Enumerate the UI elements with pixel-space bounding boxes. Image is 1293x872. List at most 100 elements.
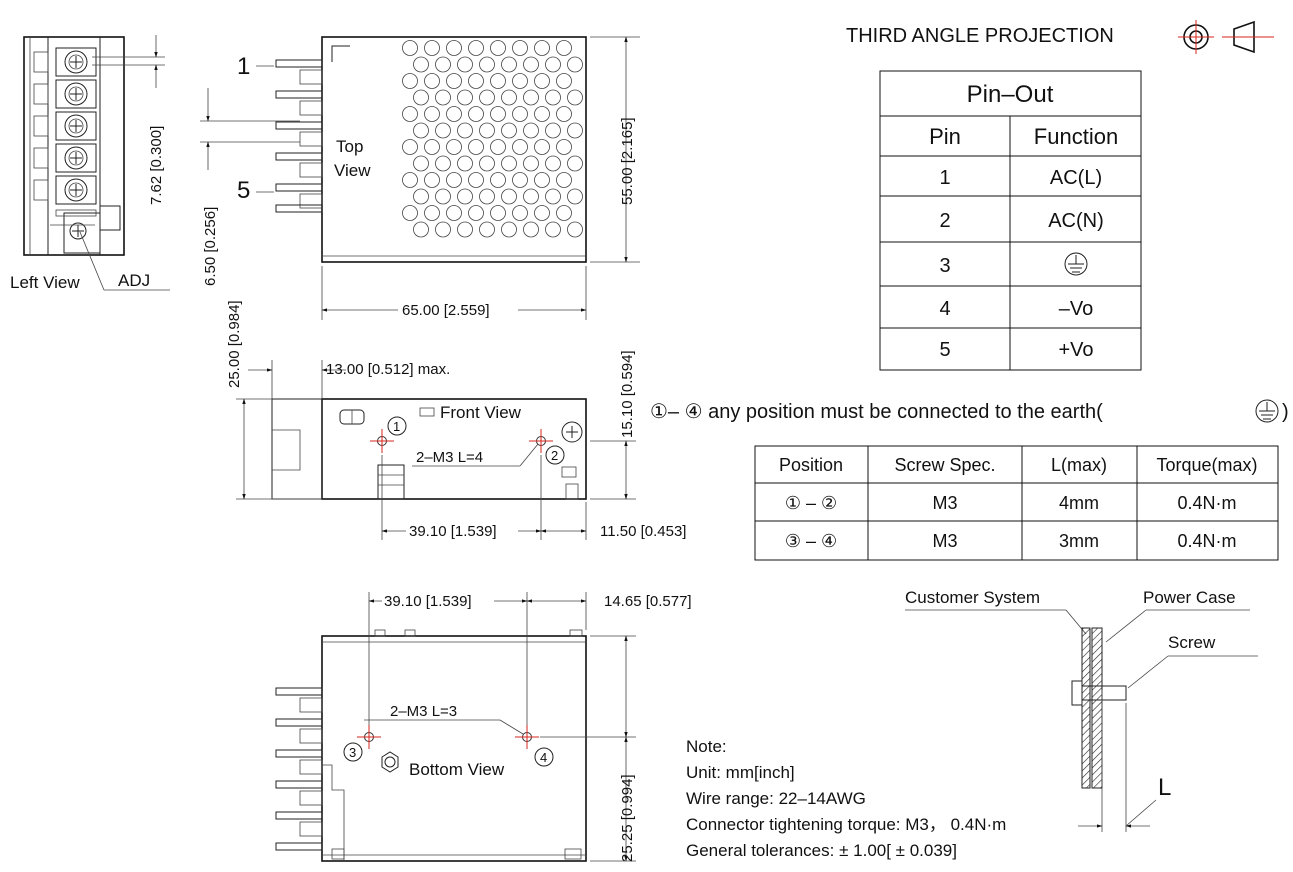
front-marker-2: 2 [551, 448, 558, 463]
pinout-row-5-function: +Vo [1058, 339, 1093, 361]
notes: Note: Unit: mm[inch] Wire range: 22–14AW… [686, 737, 1006, 860]
vent-hole [512, 106, 528, 122]
label-customer-system: Customer System [905, 588, 1040, 607]
vent-hole [567, 122, 583, 139]
vent-hole [545, 221, 561, 238]
terminal-housing [55, 47, 97, 77]
dim-front-height: 15.10 [0.594] [619, 350, 636, 438]
vent-hole [413, 89, 429, 106]
bottom-marker-4: 4 [540, 750, 547, 765]
screw-row-2-position: ③ – ④ [785, 531, 837, 551]
front-view: Front View 1 2 2–M3 L=4 13.00 [0.512] ma… [226, 300, 686, 541]
bottom-view-label: Bottom View [409, 760, 505, 779]
vent-hole [523, 155, 539, 172]
vent-hole [446, 73, 462, 89]
pinout-header-function: Function [1034, 124, 1118, 149]
vent-hole [512, 73, 528, 89]
dim-bottom-hole-edge: 14.65 [0.577] [604, 593, 692, 610]
terminal-pin [275, 687, 323, 696]
screw-table: Position Screw Spec. L(max) Torque(max) … [754, 445, 1279, 561]
screw-row-2-torque: 0.4N·m [1177, 531, 1236, 551]
note-tolerance: General tolerances: ± 1.00[ ± 0.039] [686, 841, 957, 860]
pinout-table: Pin–Out Pin Function 1 AC(L) 2 AC(N) 3 4… [879, 70, 1142, 371]
vent-hole [446, 40, 462, 56]
vent-hole [402, 40, 418, 56]
terminal-screw-icon [64, 178, 88, 202]
earth-note: ①– ④ any position must be connected to t… [650, 399, 1289, 423]
vent-hole [457, 188, 473, 205]
screw-header-position: Position [779, 455, 843, 475]
vent-hole [545, 122, 561, 139]
vent-hole [435, 89, 451, 106]
screw-row-2-spec: M3 [932, 531, 957, 551]
vent-hole [446, 106, 462, 122]
projection-header: THIRD ANGLE PROJECTION [846, 20, 1274, 54]
vent-hole [567, 188, 583, 205]
vent-hole [545, 188, 561, 205]
vent-hole [479, 155, 495, 172]
vent-hole [556, 73, 572, 89]
terminal-block [299, 69, 323, 85]
terminal-pin [275, 183, 323, 192]
screw-row-2-lmax: 3mm [1059, 531, 1099, 551]
mounting-detail: Customer System Power Case Screw L [905, 588, 1258, 832]
projection-title: THIRD ANGLE PROJECTION [846, 25, 1114, 47]
vent-hole [545, 89, 561, 106]
earth-ground-icon [1064, 252, 1088, 276]
vent-hole [479, 56, 495, 73]
terminal-block [299, 162, 323, 178]
terminal-pin [275, 780, 323, 789]
vent-hole [534, 205, 550, 221]
vent-hole [435, 155, 451, 172]
vent-hole [501, 221, 517, 238]
vent-hole [490, 73, 506, 89]
vent-hole [479, 188, 495, 205]
screw-header-lmax: L(max) [1051, 455, 1107, 475]
hex-nut-icon [381, 751, 399, 773]
front-screw-callout: 2–M3 L=4 [416, 449, 483, 466]
vent-hole [545, 56, 561, 73]
vent-hole [490, 205, 506, 221]
label-power-case: Power Case [1143, 588, 1236, 607]
dim-front-hole-spacing: 39.10 [1.539] [409, 523, 497, 540]
earth-screw-icon [561, 421, 583, 443]
vent-hole [457, 89, 473, 106]
earth-note-text: ①– ④ any position must be connected to t… [650, 401, 1103, 423]
dim-pitch: 7.62 [0.300] [148, 126, 165, 205]
left-view: 7.62 [0.300] Left View ADJ [10, 35, 170, 292]
bottom-view: 3 4 Bottom View 2–M3 L=3 39.10 [1.539] 1… [275, 590, 692, 862]
dim-terminal: 13.00 [0.512] max. [326, 361, 450, 378]
label-l: L [1158, 774, 1171, 801]
terminal-block [299, 790, 323, 806]
vent-hole [424, 139, 440, 155]
vent-hole [534, 106, 550, 122]
vent-hole [468, 205, 484, 221]
terminal-block [299, 697, 323, 713]
terminal-screw-icon [64, 50, 88, 74]
front-view-label: Front View [440, 403, 522, 422]
terminal-pin [275, 152, 323, 161]
pinout-row-2-function: AC(N) [1048, 210, 1104, 232]
terminal-housing [55, 111, 97, 141]
vent-hole [512, 139, 528, 155]
vent-hole [402, 139, 418, 155]
pinout-row-3-pin: 3 [939, 255, 950, 277]
screw-row-1-lmax: 4mm [1059, 493, 1099, 513]
vent-hole [567, 221, 583, 238]
dim-offset: 6.50 [0.256] [202, 207, 219, 286]
vent-hole [424, 172, 440, 188]
screw-row-1-position: ① – ② [785, 493, 837, 513]
vent-hole [534, 172, 550, 188]
dim-length: 65.00 [2.559] [402, 302, 490, 319]
terminal-block [299, 728, 323, 744]
vent-hole [523, 56, 539, 73]
terminal-housing [55, 175, 97, 205]
vent-hole [556, 40, 572, 56]
terminal-block [299, 193, 323, 209]
vent-hole [534, 139, 550, 155]
vent-hole [490, 106, 506, 122]
terminal-housing [55, 143, 97, 173]
vent-hole [457, 155, 473, 172]
pin-5-label: 5 [237, 177, 250, 204]
